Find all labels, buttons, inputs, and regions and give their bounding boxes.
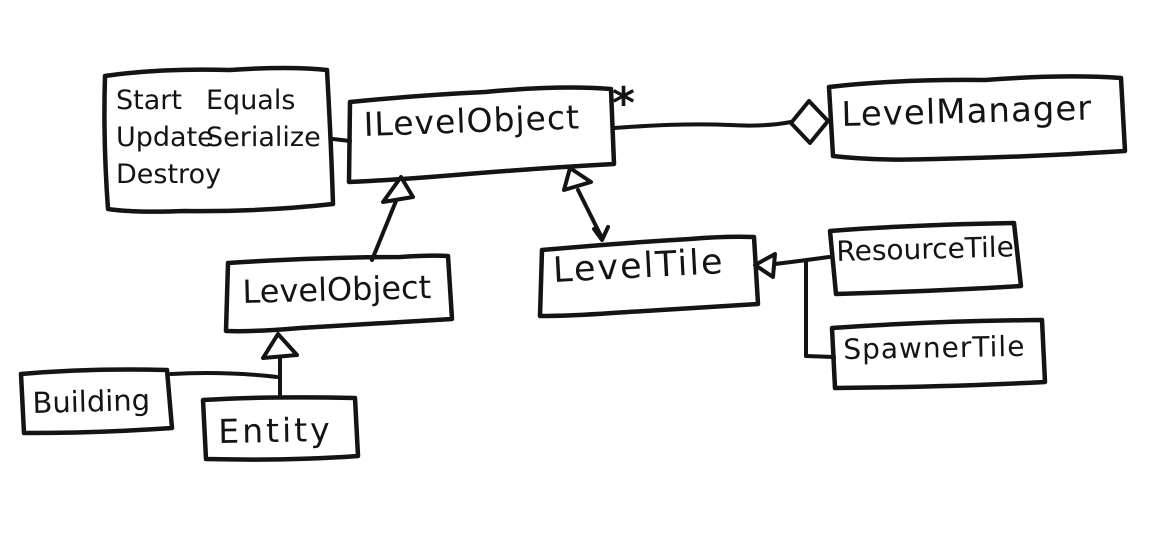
- node-label-resourcetile: ResourceTile: [836, 230, 1015, 268]
- interface-members-col1: Start Update Destroy: [116, 82, 222, 193]
- edge-spawnertile-branch-horizontal: [804, 354, 836, 359]
- edge-ilevelobject-levelmanager: [612, 120, 793, 130]
- edge-levelobject-ilevelobject: [370, 199, 398, 262]
- node-label-entity: Entity: [218, 410, 334, 451]
- member-start: Start: [116, 85, 182, 116]
- inheritance-arrow-entity-icon: [261, 332, 299, 360]
- leveltile-box: [537, 234, 761, 319]
- multiplicity-star: *: [612, 78, 636, 129]
- ilevelobject-box: [346, 85, 617, 185]
- member-equals: Equals: [206, 85, 296, 116]
- edge-leveltile-arrow-tip-icon: [592, 225, 610, 242]
- member-update: Update: [116, 122, 214, 153]
- aggregation-diamond-icon: [789, 99, 830, 145]
- node-label-spawnertile: SpawnerTile: [843, 329, 1026, 366]
- edge-building-connector: [169, 371, 279, 379]
- member-serialize: Serialize: [206, 122, 321, 153]
- inheritance-arrow-levelobject-icon: [381, 175, 415, 204]
- levelmanager-box: [826, 74, 1128, 162]
- edge-leveltile-ilevelobject: [576, 188, 603, 238]
- interface-members-box: [102, 65, 336, 214]
- interface-members-list: Start Update Destroy Equals Serialize: [116, 82, 336, 193]
- edge-members-ilevelobject: [331, 137, 352, 143]
- node-label-ilevelobject: ILevelObject: [363, 97, 581, 144]
- inheritance-arrow-leveltile-icon: [562, 166, 593, 192]
- member-destroy: Destroy: [116, 159, 222, 190]
- building-box: [18, 367, 175, 436]
- edge-resourcetile-leveltile: [773, 255, 831, 266]
- entity-box: [200, 395, 361, 462]
- spawnertile-box: [829, 317, 1048, 391]
- node-label-levelobject: LevelObject: [242, 268, 432, 311]
- node-label-building: Building: [32, 382, 151, 420]
- interface-members-col2: Equals Serialize: [206, 82, 336, 193]
- levelobject-box: [223, 253, 455, 334]
- resourcetile-box: [827, 220, 1024, 297]
- node-label-levelmanager: LevelManager: [841, 88, 1093, 135]
